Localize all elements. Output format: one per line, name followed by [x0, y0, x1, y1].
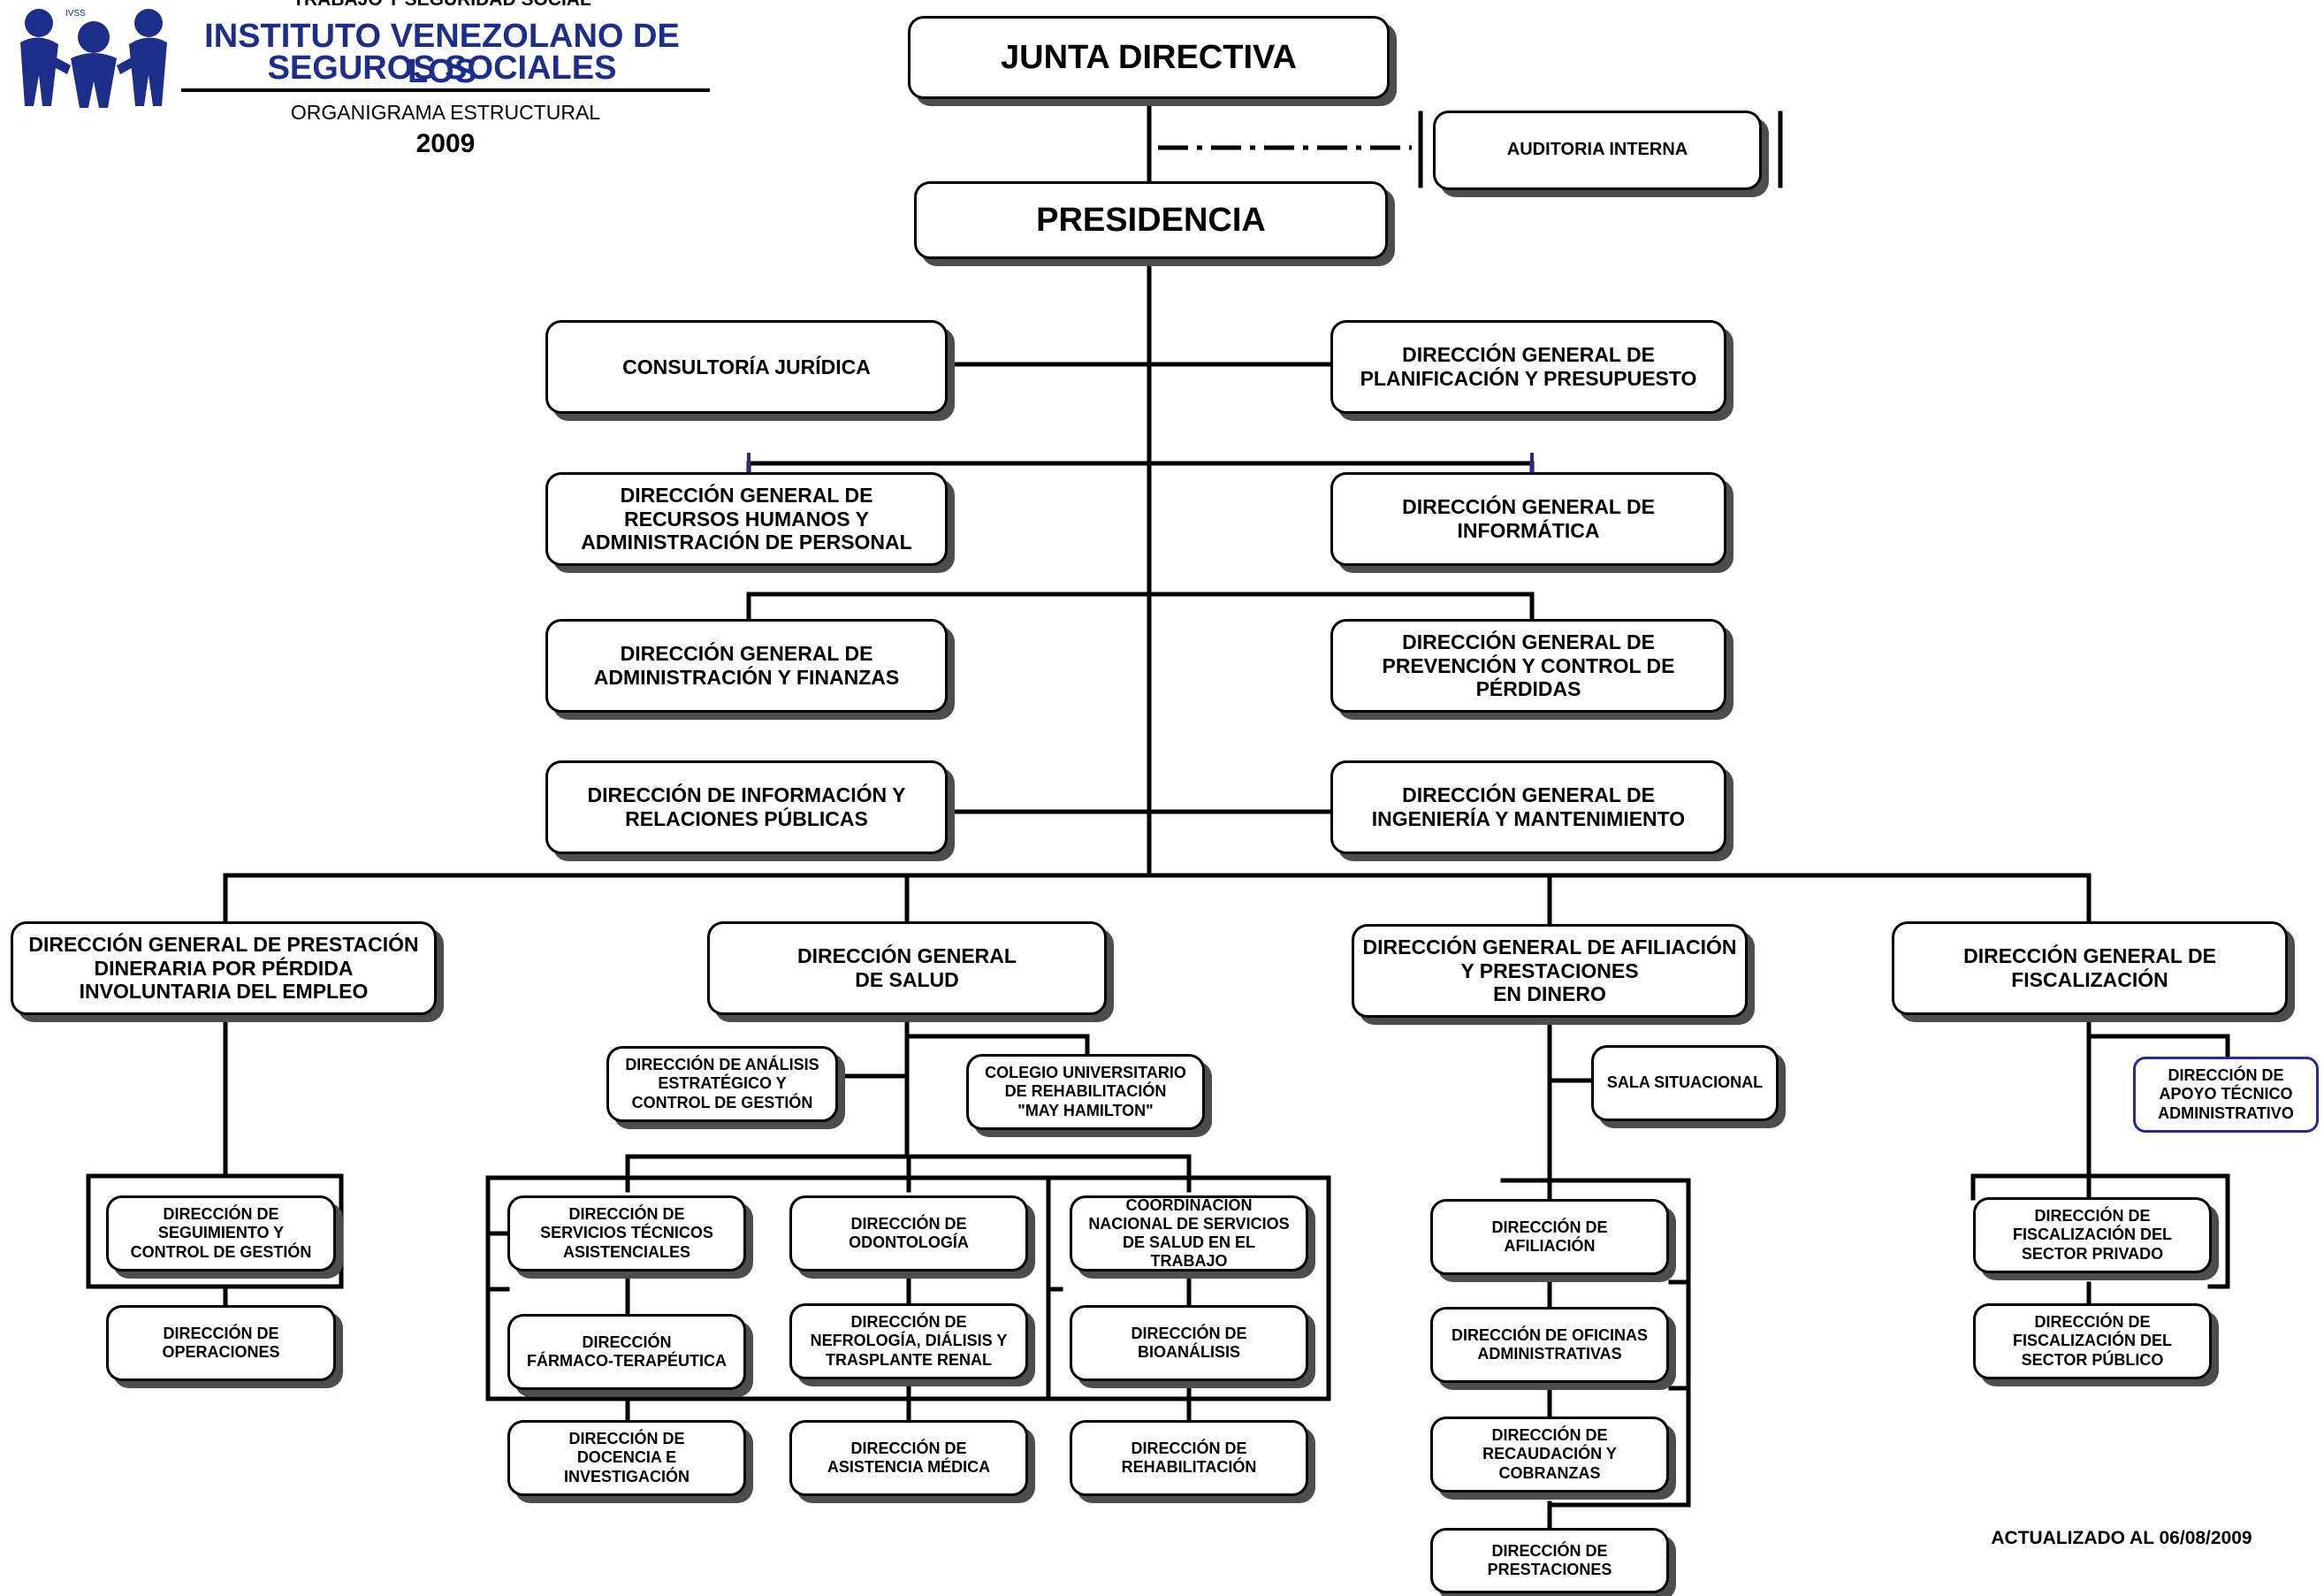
box-docencia-investigacion: DIRECCIÓN DE DOCENCIA E INVESTIGACIÓN: [507, 1420, 746, 1496]
box-oficinas-administrativas: DIRECCIÓN DE OFICINAS ADMINISTRATIVAS: [1430, 1307, 1669, 1383]
box-analisis-estrategico: DIRECCIÓN DE ANÁLISIS ESTRATÉGICO Y CONT…: [606, 1046, 838, 1122]
header-rule: [181, 88, 710, 92]
ivss-logo: IVSS: [20, 9, 167, 108]
box-consultoria-juridica: CONSULTORÍA JURÍDICA: [545, 320, 948, 414]
box-bioanalisis: DIRECCIÓN DE BIOANÁLISIS: [1070, 1305, 1308, 1381]
chart-subtitle: ORGANIGRAMA ESTRUCTURAL: [290, 101, 601, 124]
box-administracion-finanzas: DIRECCIÓN GENERAL DE ADMINISTRACIÓN Y FI…: [545, 619, 948, 713]
institution-name-line2: SEGUROS SOCIALES: [267, 50, 617, 87]
box-afiliacion: DIRECCIÓN DE AFILIACIÓN: [1430, 1199, 1669, 1275]
box-informacion-relaciones-publicas: DIRECCIÓN DE INFORMACIÓN Y RELACIONES PÚ…: [545, 760, 948, 854]
box-recursos-humanos: DIRECCIÓN GENERAL DE RECURSOS HUMANOS Y …: [545, 472, 948, 566]
box-coordinacion-salud-trabajo: COORDINACIÓN NACIONAL DE SERVICIOS DE SA…: [1070, 1195, 1308, 1271]
box-salud: DIRECCIÓN GENERAL DE SALUD: [707, 921, 1107, 1015]
box-afiliacion-prestaciones: DIRECCIÓN GENERAL DE AFILIACIÓN Y PRESTA…: [1352, 924, 1748, 1018]
box-fiscalizacion-privado: DIRECCIÓN DE FISCALIZACIÓN DEL SECTOR PR…: [1973, 1197, 2212, 1273]
box-asistencia-medica: DIRECCIÓN DE ASISTENCIA MÉDICA: [789, 1420, 1028, 1496]
box-apoyo-tecnico: DIRECCIÓN DE APOYO TÉCNICO ADMINISTRATIV…: [2133, 1057, 2319, 1133]
box-junta-directiva: JUNTA DIRECTIVA: [908, 16, 1390, 99]
box-informatica: DIRECCIÓN GENERAL DE INFORMÁTICA: [1330, 472, 1726, 566]
box-operaciones: DIRECCIÓN DE OPERACIONES: [106, 1305, 336, 1381]
box-prestaciones: DIRECCIÓN DE PRESTACIONES: [1430, 1528, 1669, 1593]
box-seguimiento-control: DIRECCIÓN DE SEGUIMIENTO Y CONTROL DE GE…: [106, 1195, 336, 1271]
ministry-line: TRABAJO Y SEGURIDAD SOCIAL: [181, 0, 703, 11]
box-planificacion-presupuesto: DIRECCIÓN GENERAL DE PLANIFICACIÓN Y PRE…: [1330, 320, 1726, 414]
logo-text: IVSS: [65, 9, 86, 19]
box-fiscalizacion-publico: DIRECCIÓN DE FISCALIZACIÓN DEL SECTOR PÚ…: [1973, 1303, 2212, 1379]
chart-year: 2009: [415, 129, 476, 158]
box-fiscalizacion: DIRECCIÓN GENERAL DE FISCALIZACIÓN: [1892, 921, 2288, 1015]
box-farmaco-terapeutica: DIRECCIÓN FÁRMACO-TERAPÉUTICA: [507, 1314, 746, 1390]
box-presidencia: PRESIDENCIA: [914, 181, 1388, 259]
box-prevencion-perdidas: DIRECCIÓN GENERAL DE PREVENCIÓN Y CONTRO…: [1330, 619, 1726, 713]
box-nefrologia: DIRECCIÓN DE NEFROLOGÍA, DIÁLISIS Y TRAS…: [789, 1303, 1028, 1379]
box-odontologia: DIRECCIÓN DE ODONTOLOGÍA: [789, 1195, 1028, 1271]
box-sala-situacional: SALA SITUACIONAL: [1591, 1045, 1779, 1121]
box-servicios-tecnicos: DIRECCIÓN DE SERVICIOS TÉCNICOS ASISTENC…: [507, 1195, 746, 1271]
updated-note: ACTUALIZADO AL 06/08/2009: [1991, 1528, 2252, 1548]
box-rehabilitacion: DIRECCIÓN DE REHABILITACIÓN: [1070, 1420, 1308, 1496]
box-auditoria-interna: AUDITORIA INTERNA: [1433, 111, 1762, 190]
box-colegio-may-hamilton: COLEGIO UNIVERSITARIO DE REHABILITACIÓN …: [966, 1054, 1205, 1130]
box-prestacion-dineraria: DIRECCIÓN GENERAL DE PRESTACIÓN DINERARI…: [11, 921, 437, 1015]
box-recaudacion-cobranzas: DIRECCIÓN DE RECAUDACIÓN Y COBRANZAS: [1430, 1417, 1669, 1493]
box-ingenieria-mantenimiento: DIRECCIÓN GENERAL DE INGENIERÍA Y MANTEN…: [1330, 760, 1726, 854]
institution-name-line1: INSTITUTO VENEZOLANO DE LOS: [204, 18, 680, 90]
